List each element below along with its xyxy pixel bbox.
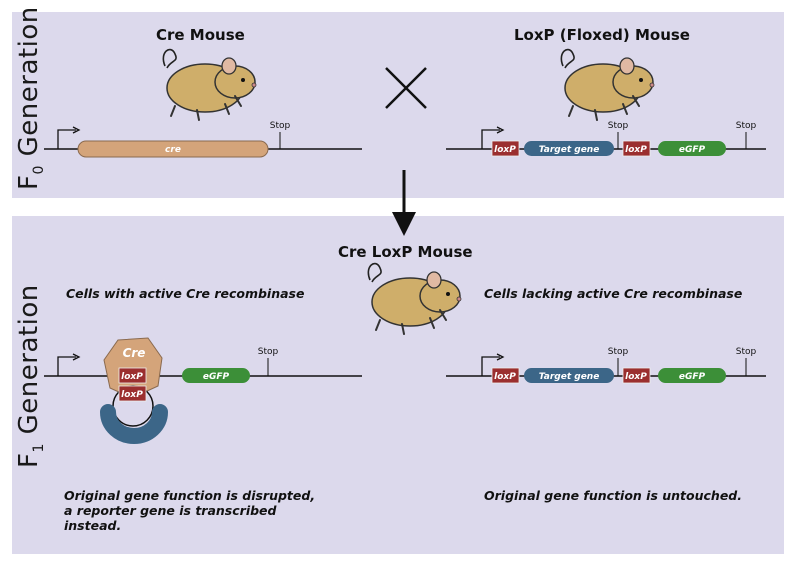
egfp-label: eGFP	[679, 372, 706, 382]
down-arrow-icon	[392, 170, 416, 236]
target-gene-label: Target gene	[539, 145, 600, 155]
stop-label: Stop	[270, 121, 291, 131]
cross-icon	[385, 67, 427, 109]
f1-intact-construct: loxP Target gene Stop loxP eGFP Stop	[446, 347, 766, 384]
stop-label: Stop	[258, 347, 279, 357]
f0-loxp-construct: loxP Target gene Stop loxP eGFP Stop	[446, 121, 766, 157]
egfp-label: eGFP	[679, 145, 706, 155]
f0-panel	[12, 12, 784, 198]
target-gene-label: Target gene	[539, 372, 600, 382]
cre-protein-label: Cre	[123, 346, 146, 360]
loxp-mouse-title: LoxP (Floxed) Mouse	[514, 26, 690, 44]
egfp-label: eGFP	[203, 372, 230, 382]
loxp-label: loxP	[625, 372, 647, 382]
stop-label: Stop	[608, 347, 629, 357]
cre-segment-label: cre	[165, 145, 181, 155]
right-caption: Cells lacking active Cre recombinase	[484, 286, 743, 301]
stop-label: Stop	[736, 121, 757, 131]
loxp-label: loxP	[121, 372, 143, 382]
f1-recombined-construct: Cre loxP loxP eGFP Stop	[44, 337, 362, 444]
loxp-label: loxP	[625, 145, 647, 155]
stop-label: Stop	[608, 121, 629, 131]
cre-loxp-mouse-title: Cre LoxP Mouse	[338, 243, 473, 261]
cre-loxp-mouse-icon	[367, 262, 462, 335]
loxp-label: loxP	[494, 372, 516, 382]
cre-mouse-icon	[162, 48, 257, 121]
left-result-text: Original gene function is disrupted, a r…	[64, 488, 316, 533]
f0-cre-construct: cre Stop	[44, 121, 362, 158]
right-result-text: Original gene function is untouched.	[484, 488, 742, 503]
loxp-label: loxP	[494, 145, 516, 155]
cre-mouse-title: Cre Mouse	[156, 26, 245, 44]
loxp-label: loxP	[121, 390, 143, 400]
loxp-mouse-icon	[560, 48, 655, 121]
left-caption: Cells with active Cre recombinase	[66, 286, 305, 301]
stop-label: Stop	[736, 347, 757, 357]
